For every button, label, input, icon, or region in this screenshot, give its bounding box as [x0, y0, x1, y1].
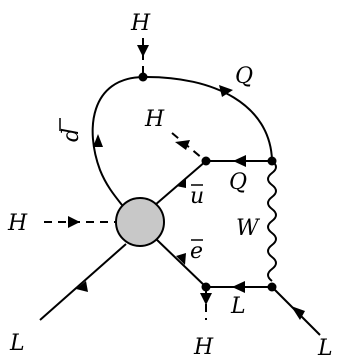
higgs-mid-arrow: [175, 140, 190, 150]
lepton-right-arrow: [291, 306, 305, 320]
label-quark-top: Q: [235, 64, 253, 89]
quark-top-arrow: [219, 85, 233, 97]
ubar-arrow: [176, 178, 186, 188]
dbar-arrow: [93, 134, 103, 147]
higgs-top-arrow: [137, 45, 149, 57]
label-ubar: u: [190, 184, 204, 209]
lepton-mid-arrow: [232, 281, 245, 293]
label-higgs-top: H: [130, 11, 151, 36]
lepton-left-arrow: [76, 281, 88, 292]
label-lepton-left: L: [9, 331, 25, 356]
label-dbar-group: d: [59, 128, 84, 142]
quark-top-propagator: [142, 75, 273, 161]
label-w-boson: W: [236, 216, 261, 241]
ebar-propagator: [154, 237, 207, 288]
lepton-left-line: [39, 243, 127, 321]
higgs-left-arrow: [68, 216, 80, 228]
effective-vertex-blob: [115, 197, 165, 247]
label-higgs-bottom: H: [193, 335, 214, 359]
label-dbar: d: [59, 128, 84, 142]
quark-mid-arrow: [233, 155, 246, 167]
higgs-bottom-arrow: [200, 293, 212, 305]
label-higgs-mid: H: [144, 107, 165, 132]
label-quark-mid: Q: [229, 170, 247, 195]
label-ebar: e: [190, 239, 203, 264]
dbar-propagator: [91, 76, 144, 206]
label-higgs-left: H: [7, 211, 28, 236]
label-lepton-mid: L: [230, 294, 246, 319]
w-boson-propagator: [267, 160, 277, 282]
label-lepton-right: L: [317, 336, 333, 359]
ebar-arrow: [176, 253, 186, 265]
